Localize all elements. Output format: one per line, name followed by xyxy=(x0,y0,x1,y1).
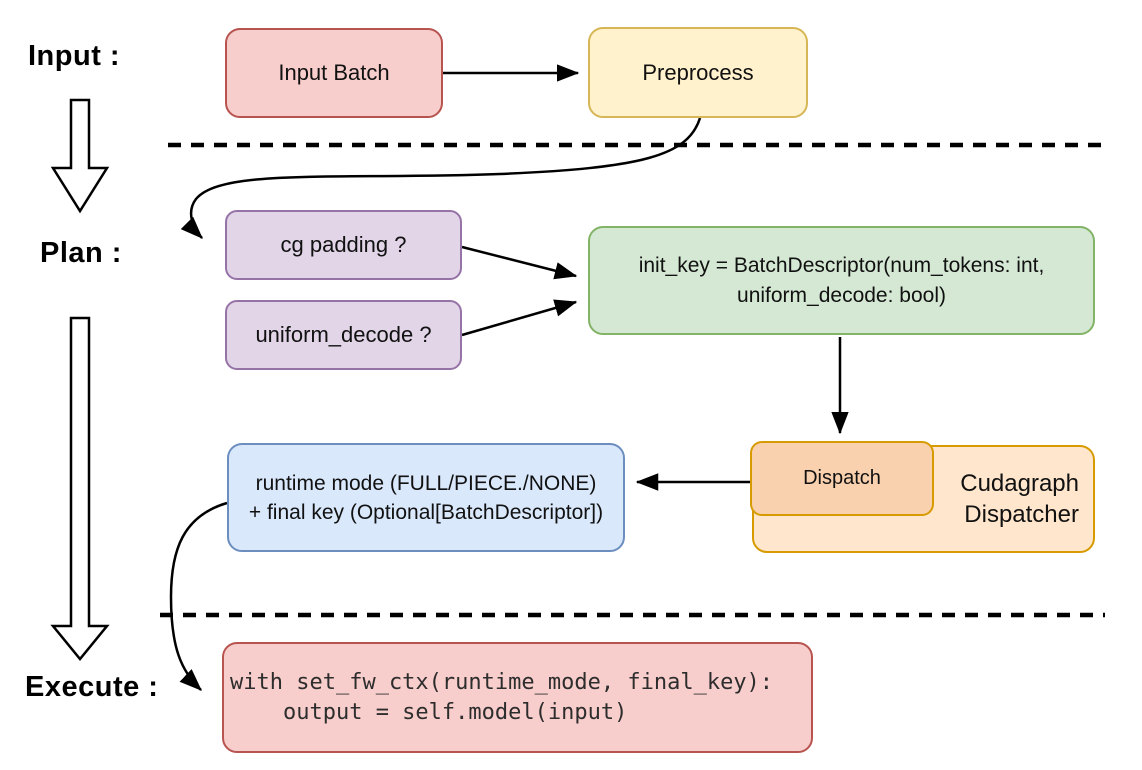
node-uniform-decode-label: uniform_decode ? xyxy=(255,322,432,348)
node-cudagraph-dispatcher-line1: Cudagraph xyxy=(960,470,1079,497)
stage-arrow-plan-to-execute-icon xyxy=(50,316,110,661)
node-input-batch-label: Input Batch xyxy=(278,60,390,86)
stage-label-execute: Execute : xyxy=(25,671,159,703)
node-dispatch-label: Dispatch xyxy=(803,467,881,489)
node-preprocess-label: Preprocess xyxy=(642,59,754,85)
node-runtime-mode-final-key: runtime mode (FULL/PIECE./NONE) + final … xyxy=(227,443,625,552)
node-uniform-decode: uniform_decode ? xyxy=(225,300,462,370)
stage-arrow-input-to-plan-icon xyxy=(50,98,110,214)
node-cudagraph-dispatcher-line2: Dispatcher xyxy=(964,501,1079,528)
stage-label-input: Input : xyxy=(28,40,121,72)
arrow-cg-padding-to-init-key xyxy=(461,245,578,280)
node-runtime-line2: + final key (Optional[BatchDescriptor]) xyxy=(248,500,604,524)
node-dispatch: Dispatch xyxy=(750,441,934,516)
node-cg-padding: cg padding ? xyxy=(225,210,462,280)
execute-code-line2: output = self.model(input) xyxy=(230,699,628,725)
arrow-runtime-to-execute-code xyxy=(169,501,228,691)
node-init-key-line1: init_key = BatchDescriptor(num_tokens: i… xyxy=(638,253,1045,277)
arrow-preprocess-to-cg-padding xyxy=(180,117,702,239)
node-preprocess: Preprocess xyxy=(588,27,808,118)
node-init-key-line2: uniform_decode: bool) xyxy=(737,283,946,307)
stage-label-plan: Plan : xyxy=(40,237,122,269)
node-runtime-line1: runtime mode (FULL/PIECE./NONE) xyxy=(255,471,597,495)
execute-code-line1: with set_fw_ctx(runtime_mode, final_key)… xyxy=(230,669,774,695)
node-cg-padding-label: cg padding ? xyxy=(280,232,407,258)
arrow-uniform-decode-to-init-key xyxy=(461,299,578,337)
node-init-key: init_key = BatchDescriptor(num_tokens: i… xyxy=(588,226,1095,335)
node-input-batch: Input Batch xyxy=(225,28,443,118)
node-execute-code: with set_fw_ctx(runtime_mode, final_key)… xyxy=(222,642,813,753)
